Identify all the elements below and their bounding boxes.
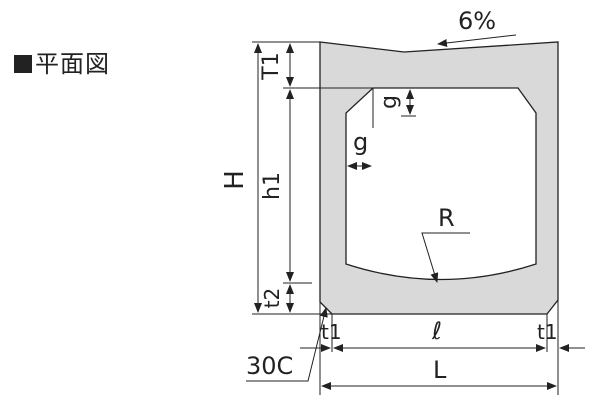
label-g-top: g — [377, 95, 402, 109]
label-slope: 6% — [458, 7, 496, 35]
label-t1-left: t1 — [321, 320, 342, 344]
title-bullet-square — [14, 55, 32, 73]
drawing-title-text: 平面図 — [35, 50, 110, 78]
radius-leader — [421, 232, 470, 283]
drawing-title: 平面図 — [14, 44, 110, 79]
label-R: R — [438, 204, 455, 232]
slope-arrow — [437, 34, 517, 47]
label-h1: h1 — [260, 172, 285, 200]
label-T1: T1 — [259, 52, 284, 80]
chamfer-leader — [246, 307, 328, 382]
label-t2: t2 — [260, 288, 284, 309]
label-g-left: g — [353, 128, 368, 156]
label-chamfer: 30C — [246, 352, 293, 380]
label-t1-right: t1 — [537, 320, 558, 344]
dimension-lines — [246, 34, 585, 390]
inner-opening-outline — [345, 87, 537, 281]
label-H: H — [220, 170, 250, 190]
label-L: L — [433, 356, 447, 384]
label-ell: ℓ — [431, 317, 442, 345]
